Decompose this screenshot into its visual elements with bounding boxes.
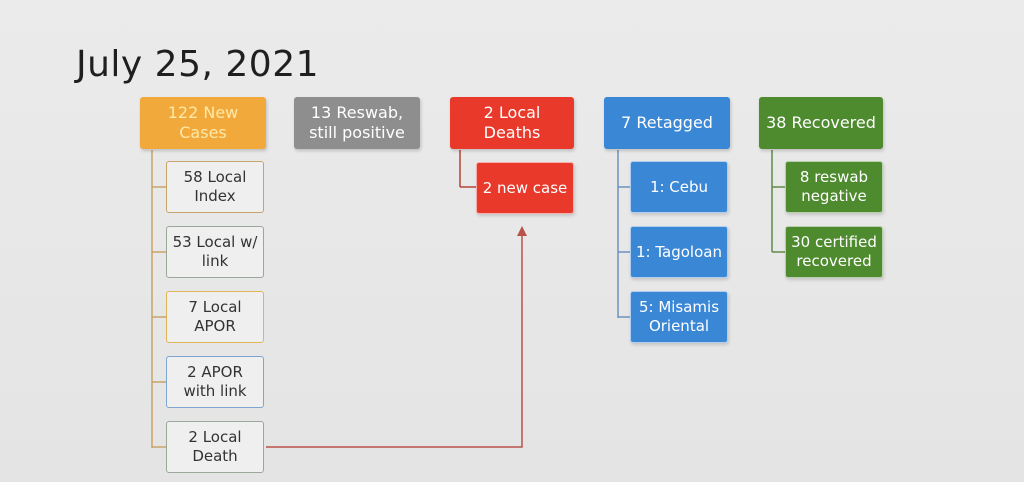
child-label: 30 certified recovered [791,233,877,270]
child-label: 58 Local Index [183,168,247,205]
recovered-connectors [771,150,785,253]
reswab-header: 13 Reswab, still positive [294,97,420,149]
recovered-child-1: 8 reswab negative [785,161,883,213]
new-cases-header-label: 122 New Cases [167,103,239,142]
deaths-child-1: 2 new case [476,162,574,214]
child-label: 2 APOR with link [183,363,247,400]
child-label: 2 Local Death [188,428,242,465]
retagged-child-1: 1: Cebu [630,161,728,213]
new-cases-child-1: 58 Local Index [166,161,264,213]
local-death-arrow [266,226,527,448]
child-label: 2 new case [482,178,568,197]
new-cases-child-3: 7 Local APOR [166,291,264,343]
recovered-header-label: 38 Recovered [766,113,876,132]
retagged-connectors [617,150,630,318]
new-cases-header: 122 New Cases [140,97,266,149]
child-label: 1: Cebu [649,177,709,196]
arrow-head [517,226,527,236]
retagged-child-3: 5: Misamis Oriental [630,291,728,343]
slide-title: July 25, 2021 [76,44,319,85]
child-label: 7 Local APOR [188,298,242,335]
child-label: 8 reswab negative [799,168,869,205]
child-label: 1: Tagoloan [636,242,722,261]
new-cases-connectors [151,150,166,448]
arrow-path [266,234,523,448]
new-cases-child-4: 2 APOR with link [166,356,264,408]
new-cases-child-2: 53 Local w/ link [166,226,264,278]
recovered-child-2: 30 certified recovered [785,226,883,278]
deaths-header: 2 Local Deaths [450,97,574,149]
retagged-child-2: 1: Tagoloan [630,226,728,278]
deaths-connectors [459,150,476,188]
retagged-header-label: 7 Retagged [621,113,713,132]
retagged-header: 7 Retagged [604,97,730,149]
recovered-header: 38 Recovered [759,97,883,149]
deaths-header-label: 2 Local Deaths [483,103,541,142]
child-label: 53 Local w/ link [172,233,258,270]
reswab-header-label: 13 Reswab, still positive [309,103,405,142]
new-cases-child-5: 2 Local Death [166,421,264,473]
child-label: 5: Misamis Oriental [638,298,720,335]
